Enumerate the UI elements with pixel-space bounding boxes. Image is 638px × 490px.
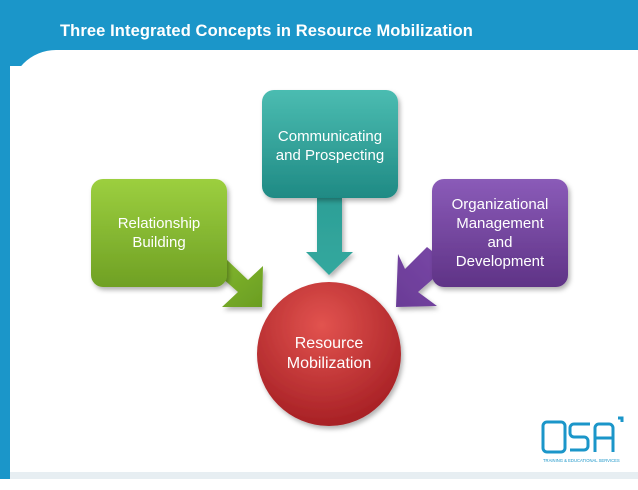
organizational-label: Organizational Management and Developmen… [451, 196, 549, 270]
resource-mobilization-circle [257, 282, 401, 426]
concept-diagram [91, 90, 568, 426]
left-accent-strip [0, 66, 10, 479]
footer-line [10, 472, 638, 479]
relationship-box [91, 179, 227, 287]
relationship-label: Relationship Building [117, 215, 201, 251]
organizational-box [432, 179, 568, 287]
resource-mobilization-label: Resource Mobilization [286, 335, 372, 372]
communicating-label: Communicating and Prospecting [275, 128, 385, 164]
osa-logo: TRAINING & EDUCATIONAL SERVICES [541, 416, 624, 463]
arrow-communicating-to-center [306, 196, 353, 275]
svg-text:TRAINING & EDUCATIONAL SERVICE: TRAINING & EDUCATIONAL SERVICES [543, 458, 620, 463]
slide-title: Three Integrated Concepts in Resource Mo… [60, 22, 473, 40]
communicating-box [262, 90, 398, 198]
